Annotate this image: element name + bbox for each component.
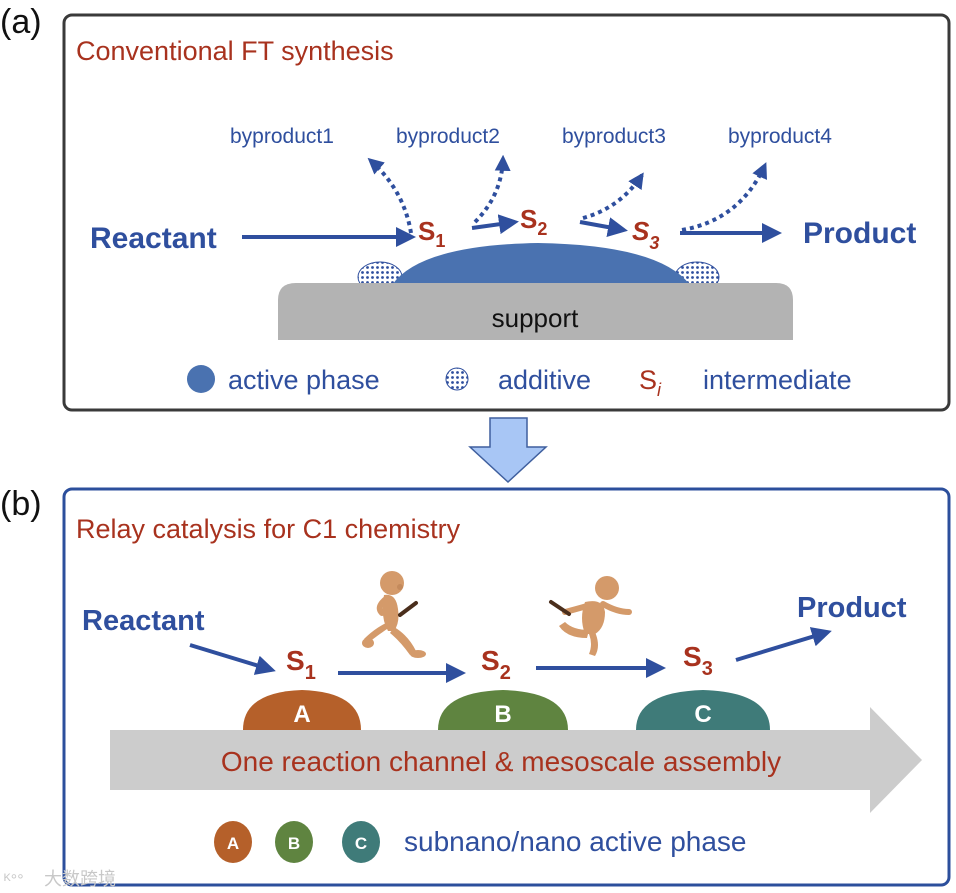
phase-b-particle: B (438, 690, 568, 730)
byproduct-label: byproduct1 (230, 125, 334, 148)
product-label-b: Product (797, 592, 907, 624)
runner-figure (549, 576, 632, 656)
intermediate-s2-b: S2 (481, 645, 511, 684)
panel-b-title: Relay catalysis for C1 chemistry (76, 514, 461, 544)
svg-text:A: A (227, 834, 239, 853)
svg-text:C: C (355, 834, 367, 853)
phase-c-particle: C (636, 690, 770, 730)
panel-a-frame (62, 13, 951, 412)
runner-figure (362, 571, 426, 658)
active-phase-legend-icon (187, 365, 215, 393)
legend-active-phase: active phase (228, 365, 380, 395)
reactant-arrow-b (189, 643, 276, 675)
channel-label: One reaction channel & mesoscale assembl… (221, 746, 781, 777)
intermediate-s1: S1 (418, 216, 445, 251)
panel-a-label: (a) (0, 3, 42, 41)
phase-a-particle: A (243, 690, 361, 730)
legend-intermediate-symbol: Si (639, 365, 662, 400)
watermark: 大数跨境 (44, 869, 116, 889)
support-block (278, 283, 793, 340)
transition-down-arrow (468, 417, 548, 484)
support-label: support (492, 303, 579, 333)
intermediate-s2: S2 (520, 204, 547, 239)
byproduct-arrow (582, 172, 644, 220)
panel-b-frame (62, 487, 951, 887)
svg-text:B: B (288, 834, 300, 853)
byproduct-label: byproduct3 (562, 125, 666, 148)
legend-additive: additive (498, 365, 591, 395)
byproduct-arrow (681, 162, 767, 232)
reaction-channel-arrow (110, 707, 922, 813)
intermediate-s3: S3 (632, 216, 659, 253)
additive-legend-icon (445, 367, 469, 391)
svg-text:A: A (293, 701, 310, 728)
reactant-label: Reactant (90, 222, 217, 255)
legend-active-phase-b: subnano/nano active phase (404, 826, 747, 857)
panel-b-label: (b) (0, 485, 42, 523)
product-label: Product (803, 217, 916, 250)
intermediate-s1-b: S1 (286, 645, 316, 684)
intermediate-s3-b: S3 (683, 641, 713, 680)
svg-text:B: B (494, 701, 511, 728)
svg-text:C: C (694, 701, 711, 728)
panel-a-title: Conventional FT synthesis (76, 36, 394, 66)
legend-phase-c-icon: C (342, 821, 380, 863)
watermark-logo-icon: ᴷ°° (4, 872, 24, 889)
step-arrow (471, 214, 519, 235)
step-arrow (579, 217, 628, 237)
byproduct-arrow (473, 154, 511, 224)
byproduct-arrow (367, 157, 413, 234)
legend-phase-b-icon: B (275, 821, 313, 863)
active-phase (392, 243, 690, 285)
legend-phase-a-icon: A (214, 821, 252, 863)
reactant-label-b: Reactant (82, 605, 205, 637)
byproduct-label: byproduct2 (396, 125, 500, 148)
byproduct-label: byproduct4 (728, 125, 832, 148)
legend-intermediate: intermediate (703, 365, 852, 395)
product-arrow-b (735, 627, 832, 662)
